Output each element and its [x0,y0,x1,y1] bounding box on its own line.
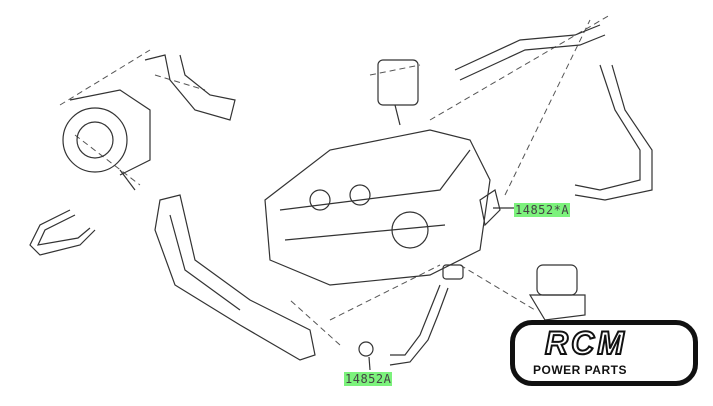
bracket [144,54,236,121]
part-callout-14852a[interactable]: 14852A [344,372,393,386]
intake-duct [154,194,316,361]
egr-pipe [389,264,464,366]
valve-upper [377,59,419,126]
logo-mark: RCM [544,325,627,361]
egr-valve [528,264,586,321]
coolant-hose [574,64,653,201]
logo-subtitle: POWER PARTS [533,363,627,377]
gasket-right [479,189,501,227]
gasket-lower [358,341,374,371]
engine-block [264,129,491,286]
oil-line [29,209,96,256]
rcm-logo: RCM POWER PARTS [510,320,698,386]
turbocharger [62,89,151,191]
dashed-leaders [59,14,611,346]
upper-pipe [454,24,606,81]
part-callout-14852-star-a[interactable]: 14852*A [514,203,571,217]
